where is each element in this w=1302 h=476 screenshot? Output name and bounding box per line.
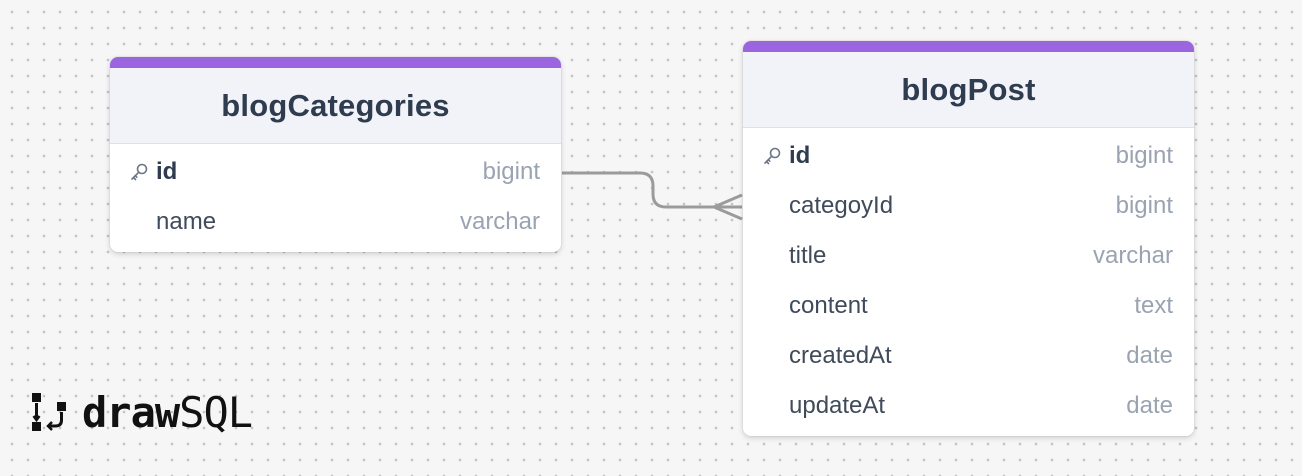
drawsql-logo[interactable]: draw SQL: [30, 388, 253, 437]
column-row-updateat[interactable]: updateAt date: [743, 381, 1194, 431]
table-accent-bar: [743, 41, 1194, 52]
table-blogcategories[interactable]: blogCategories id bigint name varchar: [110, 57, 561, 252]
table-accent-bar: [110, 57, 561, 68]
column-name: categoyId: [789, 192, 894, 219]
column-row-name[interactable]: name varchar: [110, 197, 561, 247]
table-title: blogPost: [743, 52, 1194, 128]
column-name: createdAt: [789, 342, 892, 369]
column-type: text: [1134, 292, 1173, 319]
column-row-content[interactable]: content text: [743, 281, 1194, 331]
column-row-createdat[interactable]: createdAt date: [743, 331, 1194, 381]
column-row-title[interactable]: title varchar: [743, 231, 1194, 281]
key-icon: [131, 163, 148, 181]
column-name: title: [789, 242, 827, 269]
column-type: bigint: [1115, 192, 1173, 219]
key-icon: [764, 147, 781, 165]
column-name: id: [156, 158, 178, 185]
column-type: date: [1126, 392, 1173, 419]
column-type: varchar: [459, 208, 540, 235]
column-name: updateAt: [789, 392, 886, 419]
column-type: date: [1126, 342, 1173, 369]
table-blogpost[interactable]: blogPost id bigint categoyId bigint titl…: [743, 41, 1194, 436]
column-row-id[interactable]: id bigint: [743, 131, 1194, 181]
column-name: name: [156, 208, 217, 235]
logo-text-light: SQL: [179, 388, 253, 437]
column-name: id: [789, 142, 811, 169]
drawsql-logo-icon: [32, 392, 66, 431]
column-type: bigint: [482, 158, 540, 185]
column-type: bigint: [1115, 142, 1173, 169]
column-type: varchar: [1092, 242, 1173, 269]
column-name: content: [789, 292, 868, 319]
column-row-categoyid[interactable]: categoyId bigint: [743, 181, 1194, 231]
table-title: blogCategories: [110, 68, 561, 144]
logo-text-bold: draw: [82, 388, 180, 437]
column-row-id[interactable]: id bigint: [110, 147, 561, 197]
